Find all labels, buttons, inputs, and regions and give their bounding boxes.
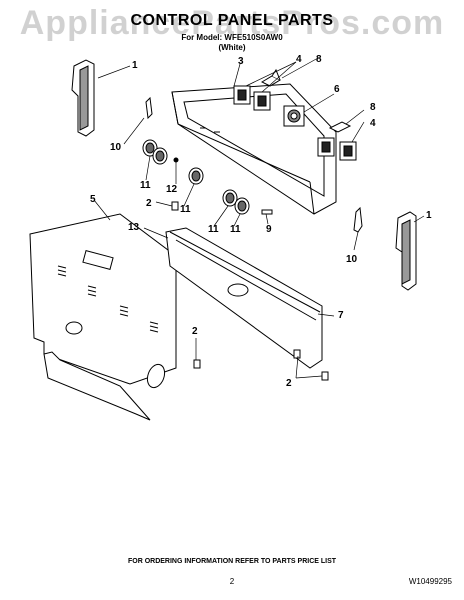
clip-10-right (353, 206, 363, 233)
callout-13: 13 (128, 222, 140, 233)
callout-10-left: 10 (110, 142, 122, 153)
leader-lines (93, 57, 425, 379)
clip-10-left (145, 96, 153, 120)
page-number: 2 (229, 577, 235, 586)
callout-8-top: 8 (316, 54, 322, 65)
switch-group-top (233, 68, 282, 111)
rear-panel (29, 213, 177, 421)
callout-1-left: 1 (132, 60, 138, 71)
callout-8-right: 8 (370, 102, 376, 113)
page-subtitle: For Model: WFE510S0AW0 (White) (0, 33, 464, 53)
rear-panel-vents (57, 265, 159, 333)
watermark: AppliancePartsPros.com (19, 4, 445, 42)
callout-2-bottom: 2 (286, 378, 292, 389)
ordering-info: FOR ORDERING INFORMATION REFER TO PARTS … (127, 558, 337, 565)
callout-7: 7 (338, 310, 344, 321)
callout-11-c: 11 (208, 224, 219, 235)
control-switch-6 (283, 105, 305, 127)
callout-9: 9 (266, 224, 272, 235)
callout-12: 12 (166, 184, 178, 195)
document-number: W10499295 (408, 577, 452, 586)
page-title: CONTROL PANEL PARTS (130, 12, 334, 29)
switch-group-right (317, 121, 357, 161)
callout-11-b: 11 (180, 204, 191, 215)
knobs (142, 139, 250, 215)
callout-2-top: 2 (146, 198, 152, 209)
subtitle-model: For Model: WFE510S0AW0 (181, 33, 283, 42)
subtitle-color: (White) (218, 43, 246, 52)
callout-3: 3 (238, 56, 244, 67)
callout-6: 6 (334, 84, 340, 95)
callout-labels: 1 2 2 2 3 4 4 5 6 7 8 8 9 10 10 11 11 11… (90, 54, 432, 389)
callout-4-right: 4 (370, 118, 376, 129)
callout-4-top: 4 (296, 54, 302, 65)
callout-2-rear: 2 (192, 326, 198, 337)
panel-support (165, 227, 323, 369)
end-cap-right (395, 211, 417, 291)
end-cap-left (71, 59, 95, 137)
callout-11-a: 11 (140, 180, 151, 191)
callout-10-right: 10 (346, 254, 358, 265)
spacer-12 (173, 157, 179, 163)
callout-5: 5 (90, 194, 96, 205)
screw-9 (261, 209, 273, 215)
callout-11-d: 11 (230, 224, 241, 235)
callout-1-right: 1 (426, 210, 432, 221)
